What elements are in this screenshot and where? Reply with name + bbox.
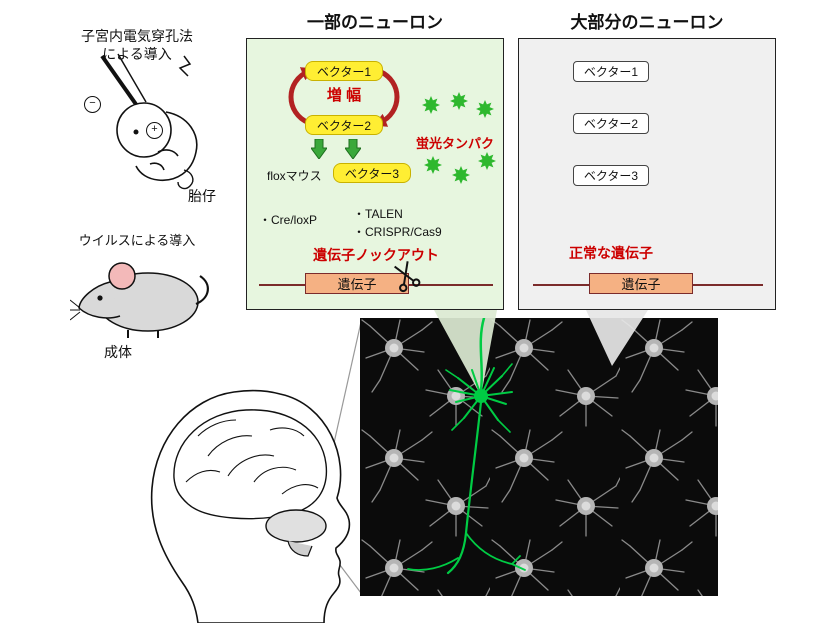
neuron-micrograph: [360, 318, 718, 596]
fluorescent-protein-label: 蛍光タンパク: [415, 136, 494, 151]
adult-label: 成体: [104, 344, 132, 360]
vector3-box: ベクター3: [333, 163, 411, 183]
human-head-illustration: [150, 389, 351, 623]
gene-box: 遺伝子: [305, 273, 409, 294]
panel-some-neurons: ベクター1 増 幅 ベクター2 floxマウス ベクター3 蛍光タンパク ・Cr…: [246, 38, 504, 310]
electrode-plus-badge: +: [146, 122, 163, 139]
some-neurons-title: 一部のニューロン: [307, 13, 443, 32]
panel-most-neurons: ベクター1 ベクター2 ベクター3 正常な遺伝子 遺伝子: [518, 38, 776, 310]
electrode-minus-badge: −: [84, 96, 101, 113]
cre-loxp-label: ・Cre/loxP: [259, 213, 318, 227]
vector1-box: ベクター1: [305, 61, 383, 81]
vector2-box: ベクター2: [305, 115, 383, 135]
knockout-label: 遺伝子ノックアウト: [313, 247, 439, 263]
virus-caption: ウイルスによる導入: [78, 233, 196, 248]
most-neurons-title: 大部分のニューロン: [570, 13, 724, 32]
flox-mouse-label: floxマウス: [267, 169, 322, 183]
vector-box: ベクター2: [573, 113, 649, 134]
down-arrow-icon: [345, 139, 361, 159]
scissors-icon: [394, 261, 421, 293]
fetus-illustration: [100, 53, 198, 190]
amplification-label: 増 幅: [326, 87, 362, 104]
normal-gene-label: 正常な遺伝子: [569, 245, 653, 261]
gene-box: 遺伝子: [589, 273, 693, 294]
talen-label: ・TALEN: [353, 207, 403, 221]
crispr-label: ・CRISPR/Cas9: [353, 225, 442, 239]
vector-box: ベクター3: [573, 165, 649, 186]
vector-box: ベクター1: [573, 61, 649, 82]
amplification-cycle-arrows-icon: [288, 67, 400, 127]
down-arrow-icon: [311, 139, 327, 159]
electroporation-caption-line1: 子宮内電気穿孔法: [81, 28, 193, 44]
fluorescent-protein-icons: [422, 92, 496, 184]
fetus-label: 胎仔: [188, 188, 216, 204]
adult-mouse-illustration: [70, 262, 209, 338]
